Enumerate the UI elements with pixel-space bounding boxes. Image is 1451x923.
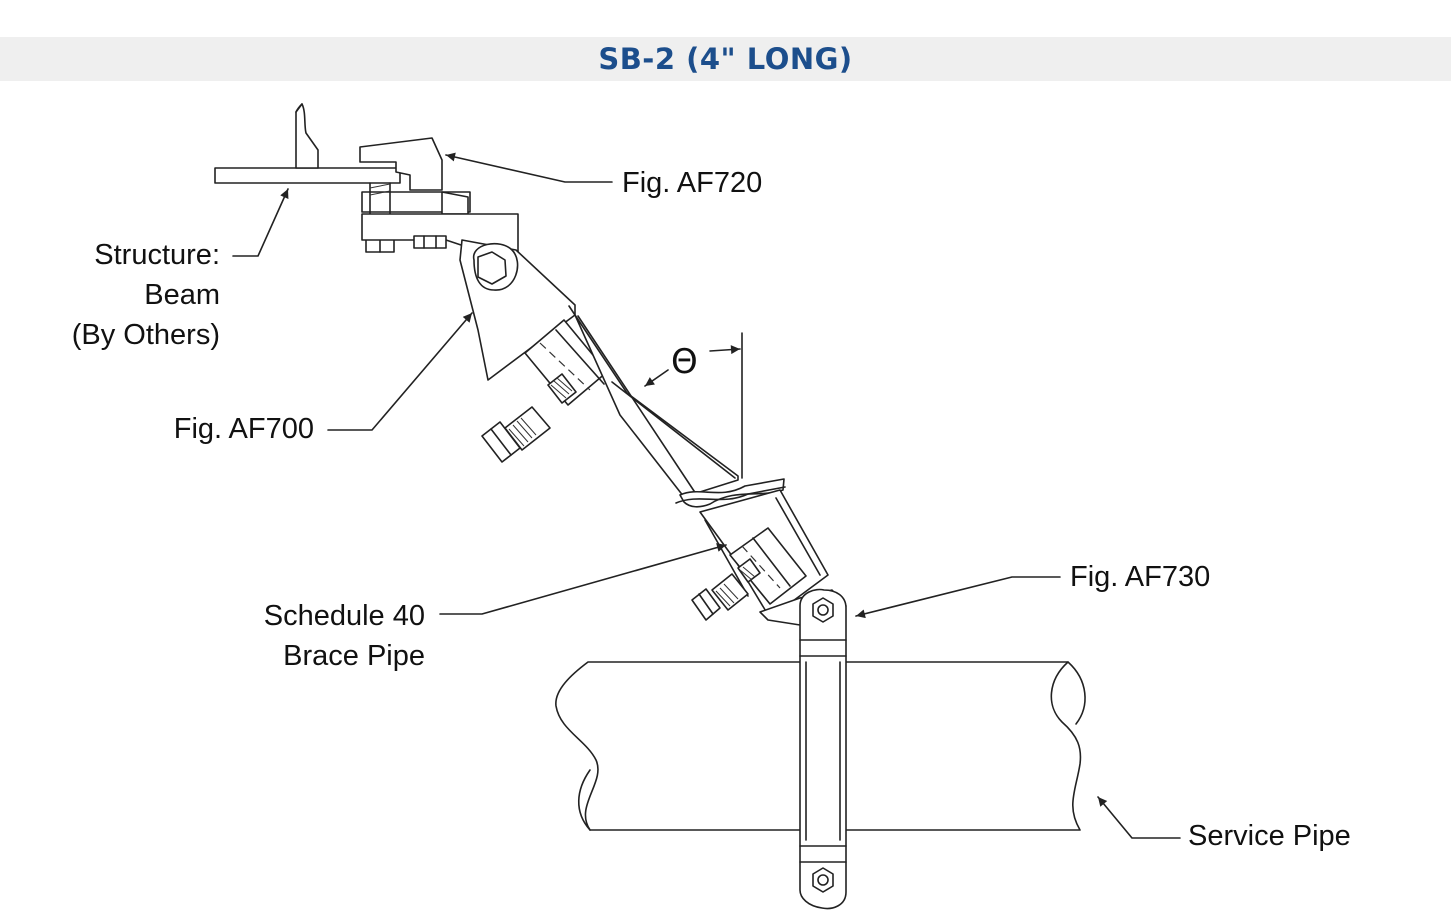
swivel-attachment-af700	[459, 239, 608, 463]
structure-beam	[214, 103, 401, 184]
label-structure-line1: Structure:	[94, 239, 220, 271]
label-theta: Θ	[671, 342, 698, 382]
label-fig-af700: Fig. AF700	[174, 413, 314, 445]
label-fig-af730: Fig. AF730	[1070, 561, 1210, 593]
label-structure-line3: (By Others)	[72, 319, 220, 351]
diagram-title: SB-2 (4" LONG)	[598, 42, 853, 76]
angle-dimension	[644, 332, 743, 479]
leader-lines	[232, 152, 1181, 839]
title-bar: SB-2 (4" LONG)	[0, 37, 1451, 81]
beam-clamp-af720	[359, 137, 519, 284]
label-schedule-40: Schedule 40	[264, 600, 425, 632]
pipe-clamp-af730	[799, 588, 847, 910]
label-structure-line2: Beam	[144, 279, 220, 311]
label-fig-af720: Fig. AF720	[622, 167, 762, 199]
label-service-pipe: Service Pipe	[1188, 820, 1351, 852]
label-brace-pipe: Brace Pipe	[283, 640, 425, 672]
